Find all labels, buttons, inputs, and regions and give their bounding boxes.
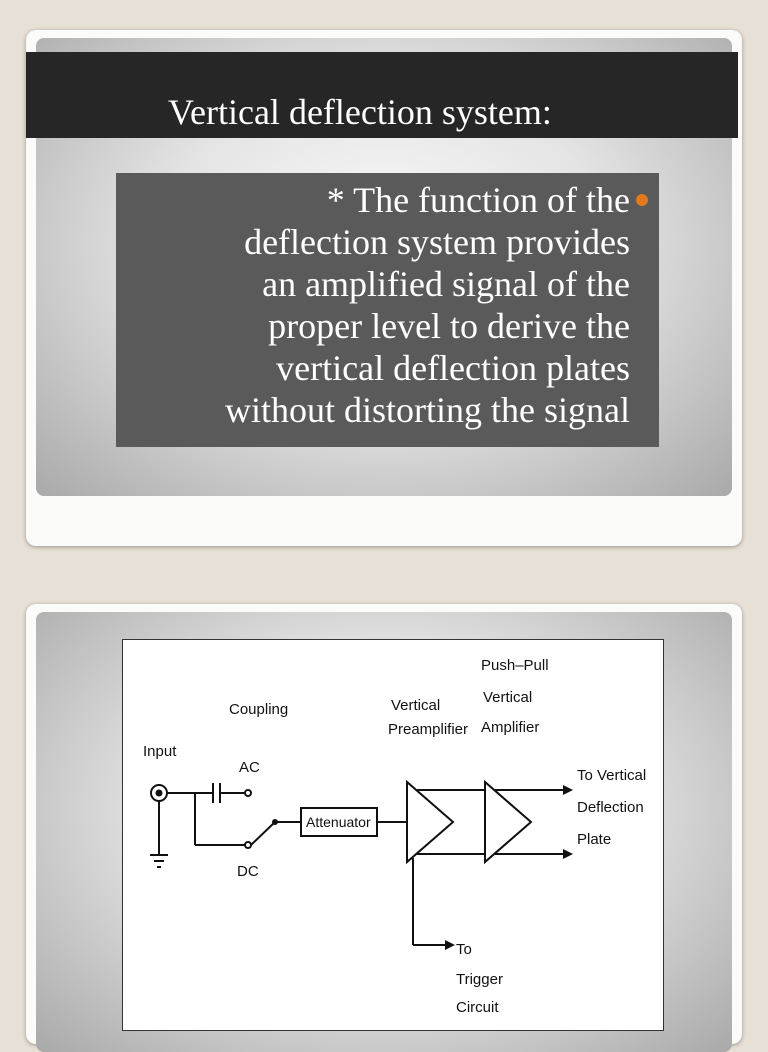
body-line-5: vertical deflection plates <box>276 348 630 388</box>
label-circuit: Circuit <box>456 999 499 1016</box>
preamplifier-triangle <box>406 779 455 865</box>
label-to: To <box>456 941 472 958</box>
title-bar <box>26 52 738 138</box>
label-trigger: Trigger <box>456 971 503 988</box>
body-text-box <box>116 173 659 447</box>
label-preamplifier: Preamplifier <box>388 721 468 738</box>
label-vertical-2: Vertical <box>483 689 532 706</box>
slide-title: Vertical deflection system: <box>168 92 552 132</box>
label-deflection: Deflection <box>577 799 644 816</box>
body-line-6: without distorting the signal <box>225 390 630 430</box>
label-attenuator: Attenuator <box>306 814 371 830</box>
label-ac: AC <box>239 759 260 776</box>
label-vertical: Vertical <box>391 697 440 714</box>
label-coupling: Coupling <box>229 701 288 718</box>
label-plate: Plate <box>577 831 611 848</box>
label-input: Input <box>143 743 177 760</box>
block-diagram: Coupling Input AC DC Attenuator Vertical… <box>122 639 664 1031</box>
label-amplifier: Amplifier <box>481 719 539 736</box>
label-push-pull: Push–Pull <box>481 657 549 674</box>
block-diagram-svg: Coupling Input AC DC Attenuator Vertical… <box>143 657 646 1016</box>
body-line-2: deflection system provides <box>244 222 630 262</box>
body-line-1: * The function of the <box>326 180 630 220</box>
push-pull-amplifier-triangle <box>484 779 533 865</box>
label-to-vertical: To Vertical <box>577 767 646 784</box>
bullet-icon <box>636 194 648 206</box>
body-line-4: proper level to derive the <box>268 306 630 346</box>
body-line-3: an amplified signal of the <box>262 264 630 304</box>
label-dc: DC <box>237 863 259 880</box>
